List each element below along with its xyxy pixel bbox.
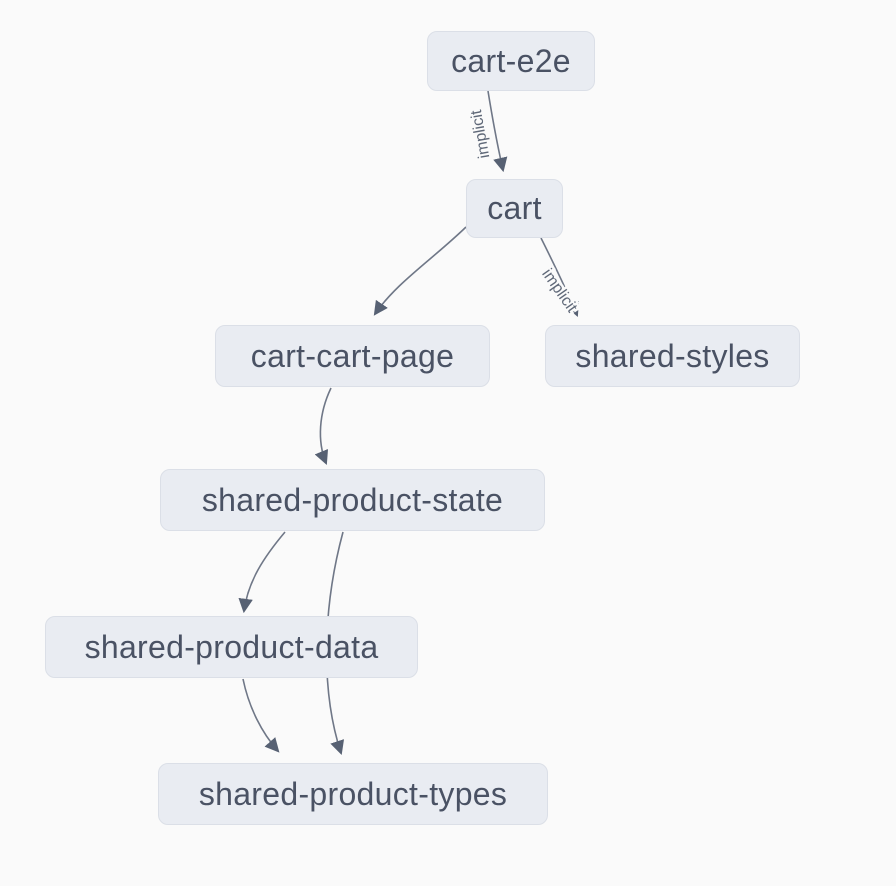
edge-shared-product-state-to-shared-product-data: [238, 531, 286, 614]
edge-cart-to-shared-styles: [540, 237, 579, 317]
edge-cart-cart-page-to-shared-product-state: [314, 387, 332, 465]
edge-label-implicit-cart-shared-styles: implicit: [538, 266, 580, 316]
graph-node-cart-e2e[interactable]: cart-e2e: [427, 31, 595, 91]
graph-node-shared-styles[interactable]: shared-styles: [545, 325, 800, 387]
edge-cart-e2e-to-cart: [487, 90, 508, 173]
graph-node-cart[interactable]: cart: [466, 179, 563, 238]
edge-shared-product-data-to-shared-product-types: [242, 678, 280, 753]
graph-node-cart-cart-page[interactable]: cart-cart-page: [215, 325, 490, 387]
graph-node-shared-product-data[interactable]: shared-product-data: [45, 616, 418, 678]
graph-node-shared-product-types[interactable]: shared-product-types: [158, 763, 548, 825]
graph-node-shared-product-state[interactable]: shared-product-state: [160, 469, 545, 531]
edge-cart-to-cart-cart-page: [373, 226, 467, 316]
edge-label-implicit-cart-e2e-cart: implicit: [468, 108, 493, 160]
